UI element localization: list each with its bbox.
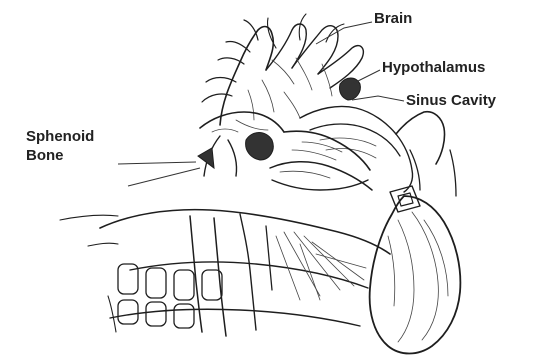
leader-sphenoid-bone <box>118 162 196 164</box>
ear-structure <box>370 186 461 354</box>
leader-brain <box>316 22 372 44</box>
leader-hypothalamus <box>352 70 380 84</box>
sphenoid-bone-structure <box>198 112 284 176</box>
leader-sinus-cavity <box>352 96 404 101</box>
label-sinus-cavity: Sinus Cavity <box>406 92 497 109</box>
label-sphenoid: Sphenoid <box>26 128 94 145</box>
label-brain: Brain <box>374 10 412 27</box>
jaw-structure <box>100 210 390 336</box>
label-hypothalamus: Hypothalamus <box>382 59 485 76</box>
label-bone: Bone <box>26 147 64 164</box>
leader-sphenoid-bone-2 <box>128 168 200 186</box>
